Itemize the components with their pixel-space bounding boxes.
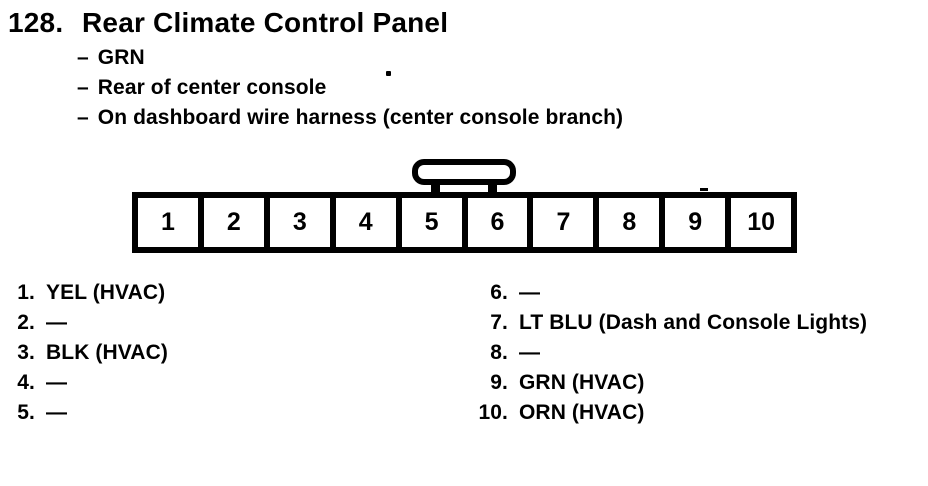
connector-diagram: 1 2 3 4 5 6 7 8 9 10 [132,192,797,253]
pin-cell-5: 5 [401,198,468,247]
pin-cell-4: 4 [335,198,402,247]
pin-cell-6: 6 [467,198,534,247]
item-number: 128. [8,7,64,38]
pin-label: YEL (HVAC) [46,281,166,304]
pin-cell-7: 7 [533,198,600,247]
pin-number: 3. [17,341,35,364]
pin-number: 8. [490,341,508,364]
dash-marker: – [77,106,89,129]
pin-number: 6. [490,281,508,304]
latch-leg-right [488,180,497,198]
pin-cell-2: 2 [203,198,270,247]
dash-marker: – [77,76,89,99]
legend-row-pin-7: 7. LT BLU (Dash and Console Lights) [460,308,867,338]
page-header: 128. Rear Climate Control Panel [8,8,448,38]
pin-label: — [46,311,68,334]
pin-cell-3: 3 [269,198,336,247]
pin-number: 5. [17,401,35,424]
detail-text: Rear of center console [97,76,327,99]
pin-label: — [46,401,68,424]
dash-marker: – [77,46,89,69]
detail-text: On dashboard wire harness (center consol… [97,106,624,129]
detail-line-color: – GRN [77,43,623,73]
pin-label: — [519,281,541,304]
legend-row-pin-10: 10. ORN (HVAC) [460,398,867,428]
pin-label: ORN (HVAC) [519,401,645,424]
pin-label: — [46,371,68,394]
pin-number: 7. [490,311,508,334]
legend-row-pin-6: 6. — [460,278,867,308]
pin-cell-10: 10 [731,198,792,247]
pin-number: 10. [478,401,508,424]
legend-row-pin-8: 8. — [460,338,867,368]
legend-row-pin-9: 9. GRN (HVAC) [460,368,867,398]
pin-cell-1: 1 [138,198,204,247]
pin-label: LT BLU (Dash and Console Lights) [519,311,868,334]
pin-number: 9. [490,371,508,394]
pin-label: GRN (HVAC) [519,371,645,394]
legend-row-pin-5: 5. — [8,398,168,428]
detail-text: GRN [97,46,145,69]
detail-list: – GRN – Rear of center console – On dash… [77,43,623,133]
pin-cell-9: 9 [665,198,732,247]
scan-artifact-dash [700,188,708,191]
pin-legend-right: 6. — 7. LT BLU (Dash and Console Lights)… [460,278,868,428]
pin-number: 2. [17,311,35,334]
pin-label: BLK (HVAC) [46,341,168,364]
legend-row-pin-1: 1. YEL (HVAC) [8,278,168,308]
legend-row-pin-2: 2. — [8,308,168,338]
pin-label: — [519,341,541,364]
pin-number: 1. [17,281,35,304]
connector-latch-tab [412,159,516,185]
pin-legend-left: 1. YEL (HVAC) 2. — 3. BLK (HVAC) 4. — 5.… [8,278,168,428]
pin-cell-8: 8 [599,198,666,247]
pin-number: 4. [17,371,35,394]
detail-line-location: – Rear of center console [77,73,623,103]
latch-leg-left [431,180,440,198]
detail-line-harness: – On dashboard wire harness (center cons… [77,103,623,133]
legend-row-pin-3: 3. BLK (HVAC) [8,338,168,368]
scan-artifact-dot [386,71,391,76]
legend-row-pin-4: 4. — [8,368,168,398]
page-title: Rear Climate Control Panel [82,7,449,38]
